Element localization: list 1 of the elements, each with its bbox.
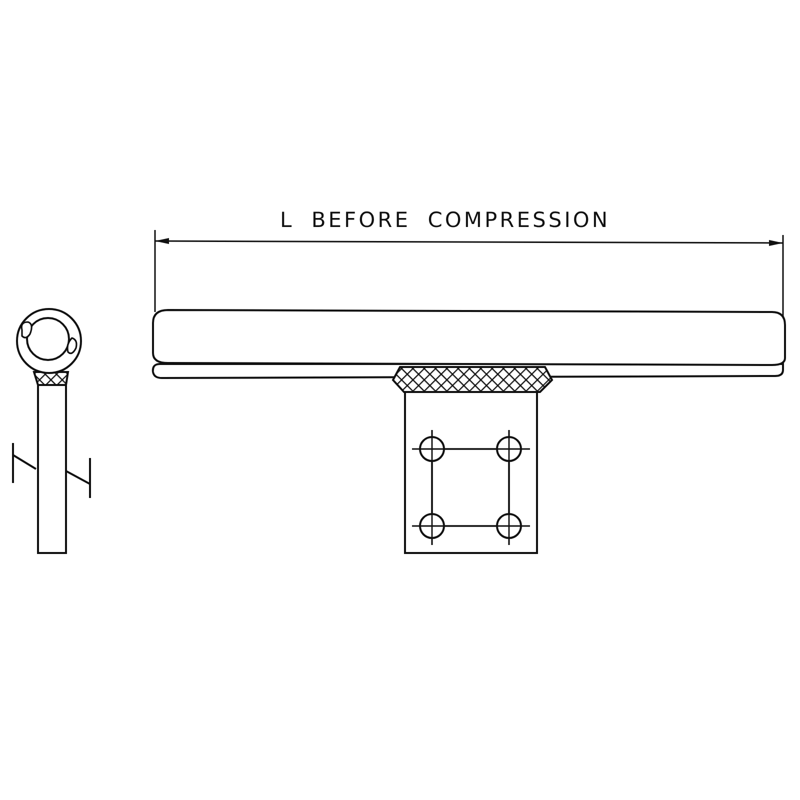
dimension-label: L BEFORE COMPRESSION xyxy=(280,208,610,232)
